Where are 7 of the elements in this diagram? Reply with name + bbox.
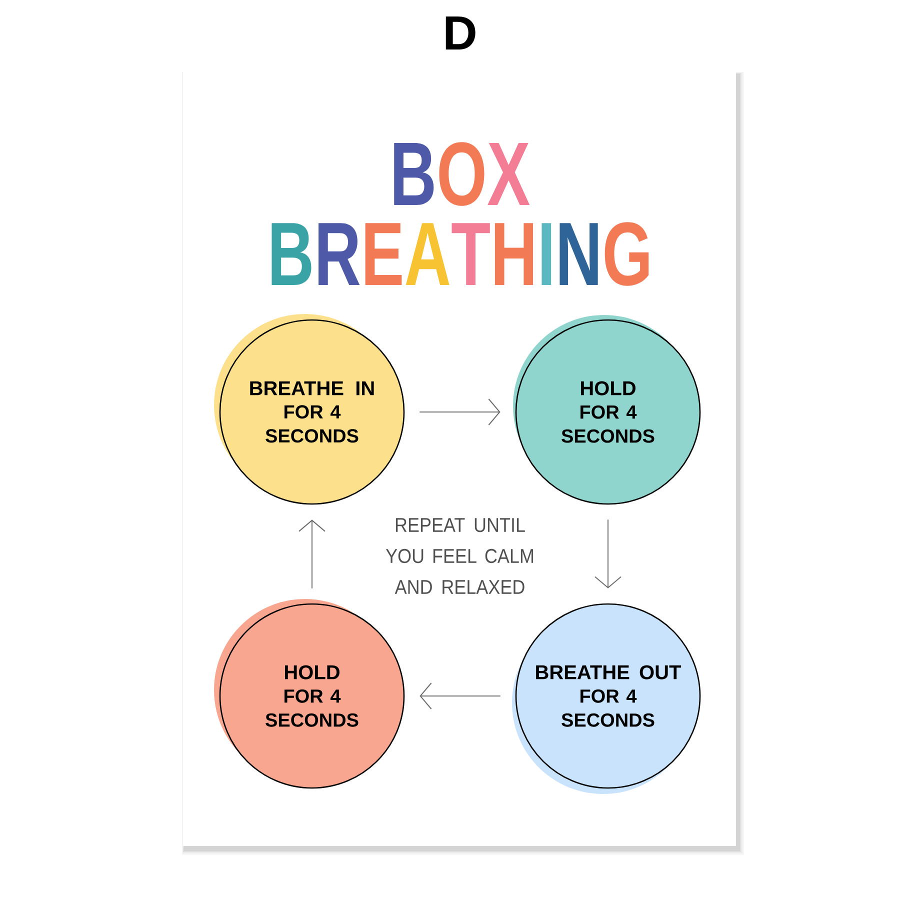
note-text: REPEAT UNTIL YOU FEEL CALM AND RELAXED bbox=[386, 518, 533, 594]
arrow bbox=[298, 520, 326, 589]
arrow bbox=[420, 682, 501, 710]
title: BOX BREATHING bbox=[272, 142, 649, 286]
arrow bbox=[419, 398, 500, 426]
arrow bbox=[594, 519, 622, 588]
panel-letter: D bbox=[446, 16, 476, 50]
